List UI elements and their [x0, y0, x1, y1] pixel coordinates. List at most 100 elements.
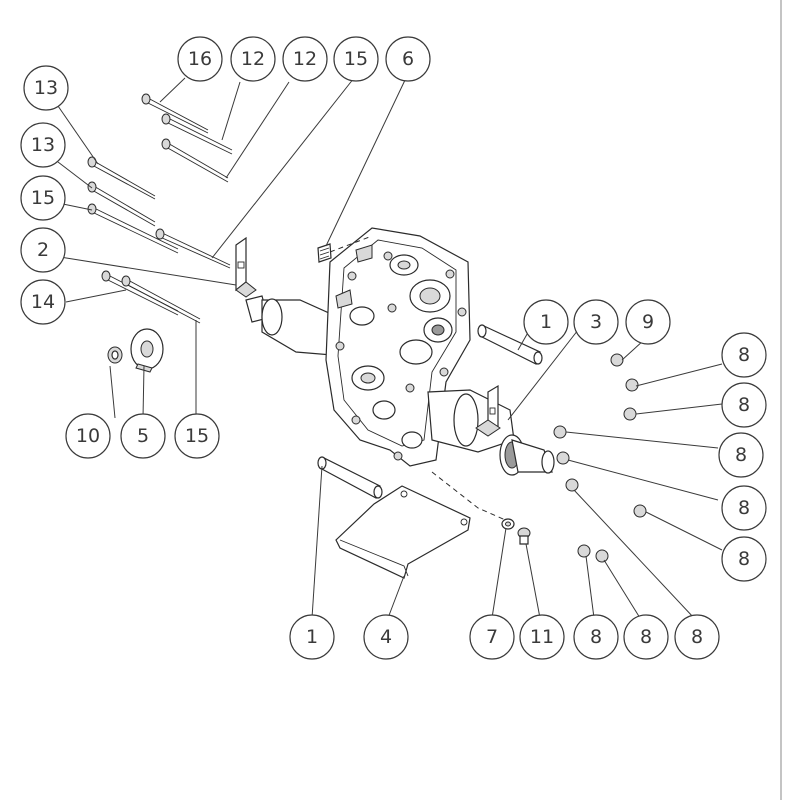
part-8-nut-d	[556, 451, 570, 465]
callout-8-b: 8	[721, 382, 767, 428]
part-8-nut-g	[577, 544, 591, 558]
bolt-13-a	[87, 156, 156, 200]
callout-8-e: 8	[721, 536, 767, 582]
bolt-12-a	[161, 113, 233, 155]
callout-10: 10	[65, 413, 111, 459]
callout-number: 1	[306, 626, 318, 648]
callout-8-a: 8	[721, 332, 767, 378]
callout-number: 8	[738, 548, 750, 570]
part-10-nut	[107, 346, 123, 364]
callout-13-b: 13	[20, 122, 66, 168]
callout-circle	[718, 432, 764, 478]
callout-15-top: 15	[333, 36, 379, 82]
callout-circle	[721, 485, 767, 531]
part-6-label-plate	[317, 235, 373, 263]
part-3-right-bracket	[475, 384, 501, 437]
callout-circle	[23, 65, 69, 111]
callout-circle	[289, 614, 335, 660]
callout-16-top: 16	[177, 36, 223, 82]
callout-circle	[20, 175, 66, 221]
callout-circle	[65, 413, 111, 459]
part-7-washer	[501, 518, 515, 530]
callout-number: 12	[241, 48, 265, 70]
callout-circle	[721, 382, 767, 428]
callout-circle	[625, 299, 671, 345]
callout-number: 1	[540, 311, 552, 333]
callout-number: 5	[137, 425, 149, 447]
callout-9: 9	[625, 299, 671, 345]
callout-4: 4	[363, 614, 409, 660]
callout-8-c: 8	[718, 432, 764, 478]
callout-15-left: 15	[20, 175, 66, 221]
nuts-group	[553, 353, 647, 563]
part-11-drain-plug	[517, 527, 531, 545]
callout-number: 15	[185, 425, 209, 447]
callout-circle	[573, 299, 619, 345]
callout-2: 2	[20, 227, 66, 273]
callout-8-g: 8	[623, 614, 669, 660]
callout-5: 5	[120, 413, 166, 459]
callout-number: 8	[738, 344, 750, 366]
part-8-nut-h	[595, 549, 609, 563]
bolt-15-left	[87, 203, 179, 254]
callout-number: 14	[31, 291, 55, 313]
callout-circle	[523, 299, 569, 345]
callout-1-bottom: 1	[289, 614, 335, 660]
callout-number: 8	[738, 394, 750, 416]
callout-number: 7	[486, 626, 498, 648]
callout-circle	[674, 614, 720, 660]
part-8-nut-e	[565, 478, 579, 492]
callout-14: 14	[20, 279, 66, 325]
callout-circle	[469, 614, 515, 660]
callout-circle	[623, 614, 669, 660]
callout-number: 11	[530, 626, 554, 648]
part-8-nut-f	[633, 504, 647, 518]
callout-circle	[721, 332, 767, 378]
part-1-bottom-roller	[317, 456, 383, 499]
callout-circle	[333, 36, 379, 82]
bolt-13-b	[87, 181, 156, 227]
callout-number: 15	[31, 187, 55, 209]
callout-circle	[230, 36, 276, 82]
callout-number: 13	[31, 134, 55, 156]
bolt-15-center	[155, 228, 231, 269]
callout-circle	[174, 413, 220, 459]
callout-number: 8	[691, 626, 703, 648]
part-8-nut-c	[553, 425, 567, 439]
callout-circle	[177, 36, 223, 82]
callout-number: 15	[344, 48, 368, 70]
callout-circle	[385, 36, 431, 82]
callout-number: 4	[380, 626, 392, 648]
callout-circle	[20, 227, 66, 273]
part-1-right-roller	[477, 324, 543, 365]
left-axle-tube	[245, 295, 341, 356]
callout-13-a: 13	[23, 65, 69, 111]
part-8-nut-a	[625, 378, 639, 392]
callout-12-top-b: 12	[282, 36, 328, 82]
callout-number: 10	[76, 425, 100, 447]
callout-number: 6	[402, 48, 414, 70]
bolt-14	[101, 270, 201, 324]
leader-lines	[57, 77, 723, 619]
callout-8-f: 8	[573, 614, 619, 660]
callout-circle	[519, 614, 565, 660]
callout-number: 8	[738, 497, 750, 519]
callout-number: 9	[642, 311, 654, 333]
callout-number: 8	[590, 626, 602, 648]
callout-number: 3	[590, 311, 602, 333]
callout-circle	[20, 122, 66, 168]
part-5-cover-disc	[130, 328, 164, 373]
callout-circle	[120, 413, 166, 459]
callout-8-d: 8	[721, 485, 767, 531]
callout-circle	[363, 614, 409, 660]
callout-circle	[573, 614, 619, 660]
callout-number: 2	[37, 239, 49, 261]
part-4-skid-plate	[335, 471, 511, 579]
callout-circle	[282, 36, 328, 82]
bolt-12-b	[161, 138, 229, 183]
callout-7: 7	[469, 614, 515, 660]
callout-circle	[721, 536, 767, 582]
